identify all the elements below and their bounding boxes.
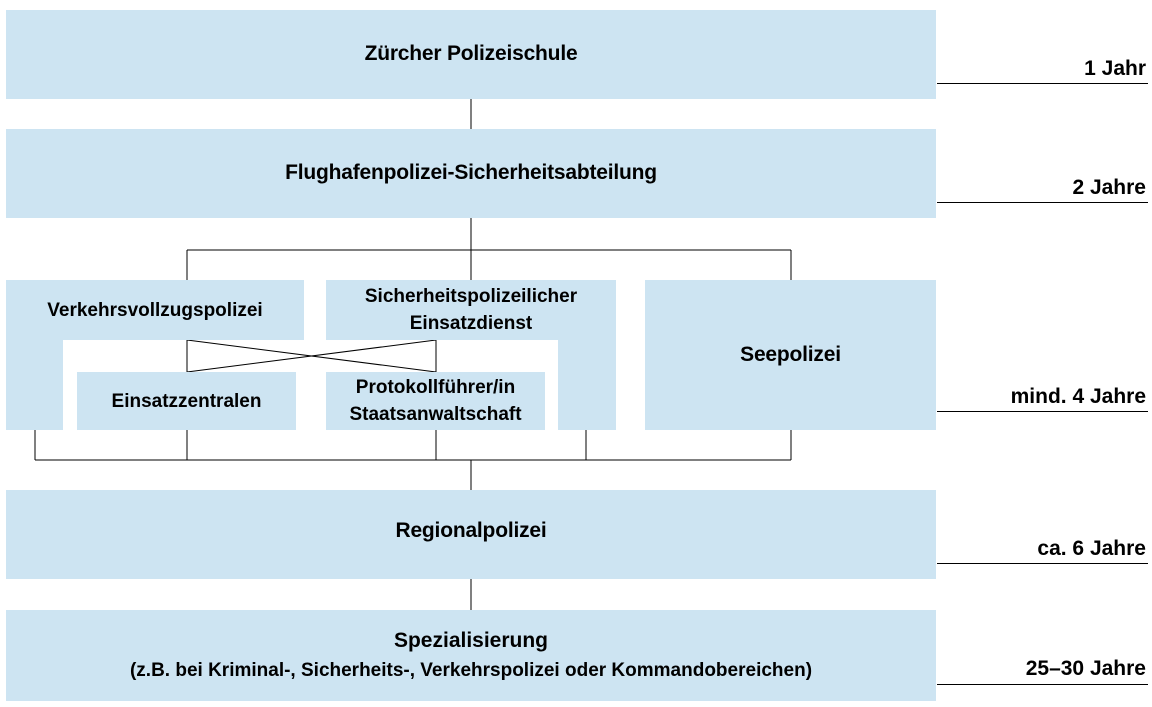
stage-police-school: Zürcher Polizeischule: [6, 10, 936, 99]
stage-specialization-title: Spezialisierung: [393, 628, 549, 652]
timeline-label-2-years: 2 Jahre: [1072, 176, 1146, 199]
stage-lake-police: Seepolizei: [645, 280, 936, 430]
stage-specialization: Spezialisierung (z.B. bei Kriminal-, Sic…: [6, 610, 936, 701]
stage-security-police-leg: [558, 340, 616, 430]
timeline-label-6-years: ca. 6 Jahre: [1037, 537, 1146, 560]
timeline-rule-4-years: [937, 411, 1148, 412]
stage-dispatch-centers-label: Einsatzzentralen: [111, 390, 262, 412]
stage-prosecution-clerk: Protokollführer/in Staatsanwaltschaft: [326, 372, 545, 430]
connector-cross-1: [186, 339, 437, 373]
timeline-rule-2-years: [937, 202, 1148, 203]
stage-security-police-line2: Einsatzdienst: [409, 313, 533, 334]
stage-prosecution-clerk-line2: Staatsanwaltschaft: [349, 404, 522, 425]
stage-prosecution-clerk-line1: Protokollführer/in: [355, 377, 516, 398]
stage-regional-police: Regionalpolizei: [6, 490, 936, 579]
timeline-label-25-30-years: 25–30 Jahre: [1025, 657, 1146, 680]
stage-traffic-police-leg: [6, 340, 63, 430]
connector-cross-2: [186, 339, 437, 373]
stage-airport-police-label: Flughafenpolizei-Sicherheitsabteilung: [285, 160, 657, 184]
stage-traffic-police: Verkehrsvollzugspolizei: [6, 280, 304, 340]
stage-airport-police: Flughafenpolizei-Sicherheitsabteilung: [6, 129, 936, 218]
stage-dispatch-centers: Einsatzzentralen: [77, 372, 296, 430]
timeline-rule-1-year: [937, 83, 1148, 84]
stage-regional-police-label: Regionalpolizei: [395, 518, 547, 542]
stage-specialization-subtitle: (z.B. bei Kriminal-, Sicherheits-, Verke…: [129, 659, 813, 681]
stage-security-police-line1: Sicherheitspolizeilicher: [364, 286, 578, 307]
timeline-label-1-year: 1 Jahr: [1084, 57, 1146, 80]
timeline-rule-25-30-years: [937, 684, 1148, 685]
timeline-label-4-years: mind. 4 Jahre: [1010, 385, 1146, 408]
stage-lake-police-label: Seepolizei: [740, 343, 841, 366]
stage-traffic-police-label: Verkehrsvollzugspolizei: [47, 299, 263, 321]
stage-police-school-label: Zürcher Polizeischule: [364, 41, 578, 65]
stage-security-police: Sicherheitspolizeilicher Einsatzdienst: [326, 280, 616, 340]
timeline-rule-6-years: [937, 563, 1148, 564]
